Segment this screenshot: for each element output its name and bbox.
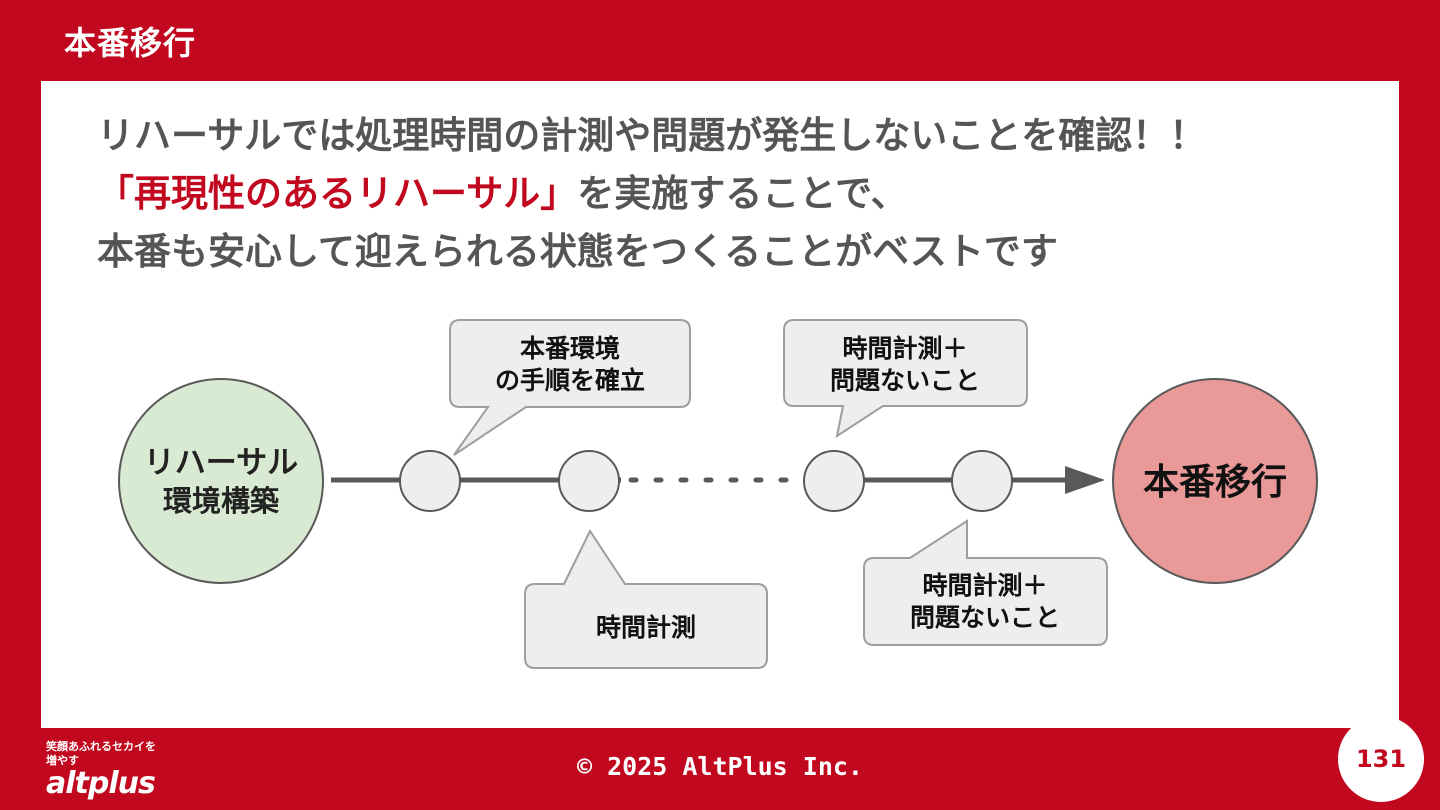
milestone-3 bbox=[803, 450, 865, 512]
start-node-line-1: リハーサル bbox=[144, 445, 298, 481]
callout-4-line-2: 問題ないこと bbox=[910, 603, 1060, 632]
altplus-logo: 笑顔あふれるセカイを増やす altplus bbox=[46, 740, 166, 800]
callout-1-line-2: の手順を確立 bbox=[495, 366, 645, 395]
callout-1-line-1: 本番環境 bbox=[520, 334, 620, 363]
lead-line-1: リハーサルでは処理時間の計測や問題が発生しないことを確認！！ bbox=[97, 114, 1207, 157]
milestone-4 bbox=[951, 450, 1013, 512]
callout-4-line-1: 時間計測＋ bbox=[922, 571, 1047, 600]
callout-3-line-1: 時間計測＋ bbox=[842, 334, 967, 363]
start-node-line-2: 環境構築 bbox=[163, 484, 280, 518]
lead-line-2: 「再現性のあるリハーサル」を実施することで、 bbox=[97, 165, 1377, 223]
timeline-arrowhead bbox=[1065, 466, 1105, 494]
lead-text: リハーサルでは処理時間の計測や問題が発生しないことを確認！！ 「再現性のあるリハ… bbox=[97, 107, 1377, 281]
start-node bbox=[118, 378, 324, 584]
content-panel: リハーサルでは処理時間の計測や問題が発生しないことを確認！！ 「再現性のあるリハ… bbox=[41, 81, 1399, 728]
lead-line-3: 本番も安心して迎えられる状態をつくることがベストです bbox=[97, 230, 1058, 273]
callout-3-line-2: 問題ないこと bbox=[830, 366, 980, 395]
callout-bubble-1 bbox=[449, 319, 691, 456]
lead-line-2-rest: を実施することで、 bbox=[577, 172, 908, 215]
timeline-diagram: リハーサル 環境構築 本番移行 本番環境 の手順を確立 時間計測 時間計測＋ 問… bbox=[118, 319, 1318, 669]
page-number-badge: 131 bbox=[1338, 716, 1424, 802]
slide-title: 本番移行 bbox=[64, 24, 197, 62]
callout-bubble-2 bbox=[524, 528, 768, 669]
callout-2-line-1: 時間計測 bbox=[596, 613, 696, 642]
lead-highlight: 「再現性のあるリハーサル」 bbox=[97, 172, 578, 215]
milestone-2 bbox=[558, 450, 620, 512]
copyright-text: © 2025 AltPlus Inc. bbox=[577, 752, 863, 781]
milestone-1 bbox=[399, 450, 461, 512]
end-node bbox=[1112, 378, 1318, 584]
callout-bubble-4 bbox=[863, 519, 1108, 646]
end-node-label: 本番移行 bbox=[1143, 462, 1287, 503]
logo-tagline: 笑顔あふれるセカイを増やす bbox=[46, 740, 156, 767]
logo-text: altplus bbox=[46, 766, 156, 801]
callout-bubble-3 bbox=[783, 319, 1028, 439]
